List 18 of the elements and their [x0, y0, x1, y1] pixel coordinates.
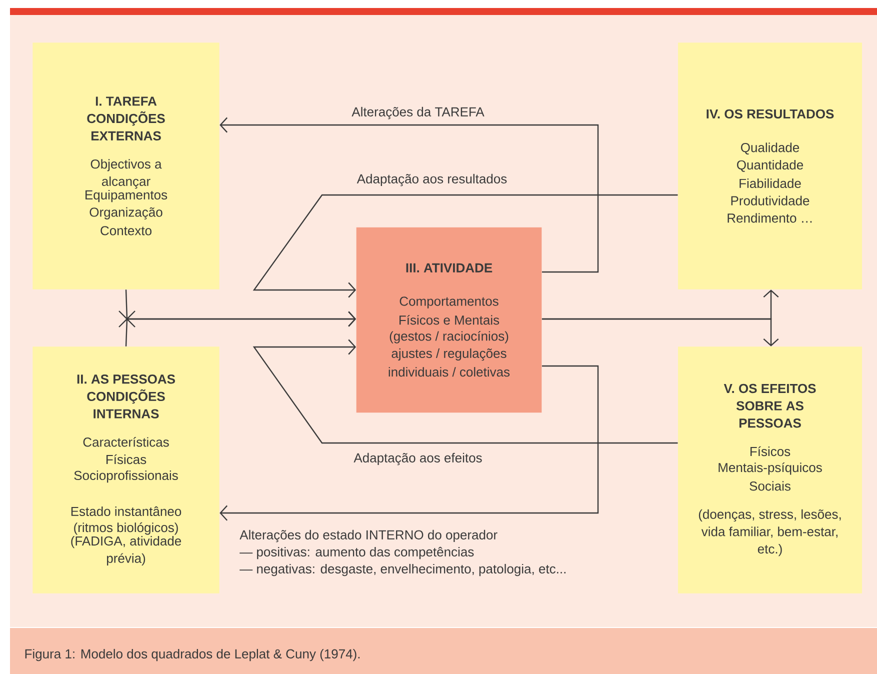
activity-box: III. ATIVIDADE Comportamentos Físicos e Mentais (gestos / raciocínios) ajustes / regulações individuais / coletivas — [356, 227, 542, 413]
category-box: II. AS PESSOAS CONDIÇÕES INTERNAS Características Físicas Socioprofissionais Estado instantâneo (ritmos biológicos) (FADIGA, atividade prévia) — [32, 346, 220, 594]
arrow — [220, 117, 599, 273]
arrow — [252, 194, 678, 298]
arrow — [125, 311, 356, 346]
note-text: — negativas: desgaste, envelhecimento, patologia, etc... — [240, 564, 566, 576]
edge-label: Alterações do estado INTERNO do operador — [238, 528, 499, 544]
edge-label: Alterações da TAREFA — [350, 106, 486, 120]
category-box: IV. OS RESULTADOS Qualidade Quantidade Fiabilidade Produtividade Rendimento … — [678, 42, 862, 290]
note-text: — positivas: aumento das competências — [240, 546, 474, 560]
category-box: V. OS EFEITOS SOBRE AS PESSOAS Físicos Mentais-psíquicos Sociais (doenças, stress, lesões, vida familiar, bem-estar, etc.) — [678, 346, 862, 594]
edge-label: Adaptação aos efeitos — [352, 452, 484, 466]
edge-label: Adaptação aos resultados — [356, 172, 508, 188]
caption: Figura 1: Modelo dos quadrados de Leplat & Cuny (1974). — [25, 648, 360, 662]
arrow — [220, 365, 599, 521]
category-box: I. TAREFA CONDIÇÕES EXTERNAS Objectivos a alcançar Equipamentos Organização Contexto — [32, 42, 220, 290]
arrow — [252, 339, 678, 444]
arrow — [542, 318, 779, 346]
